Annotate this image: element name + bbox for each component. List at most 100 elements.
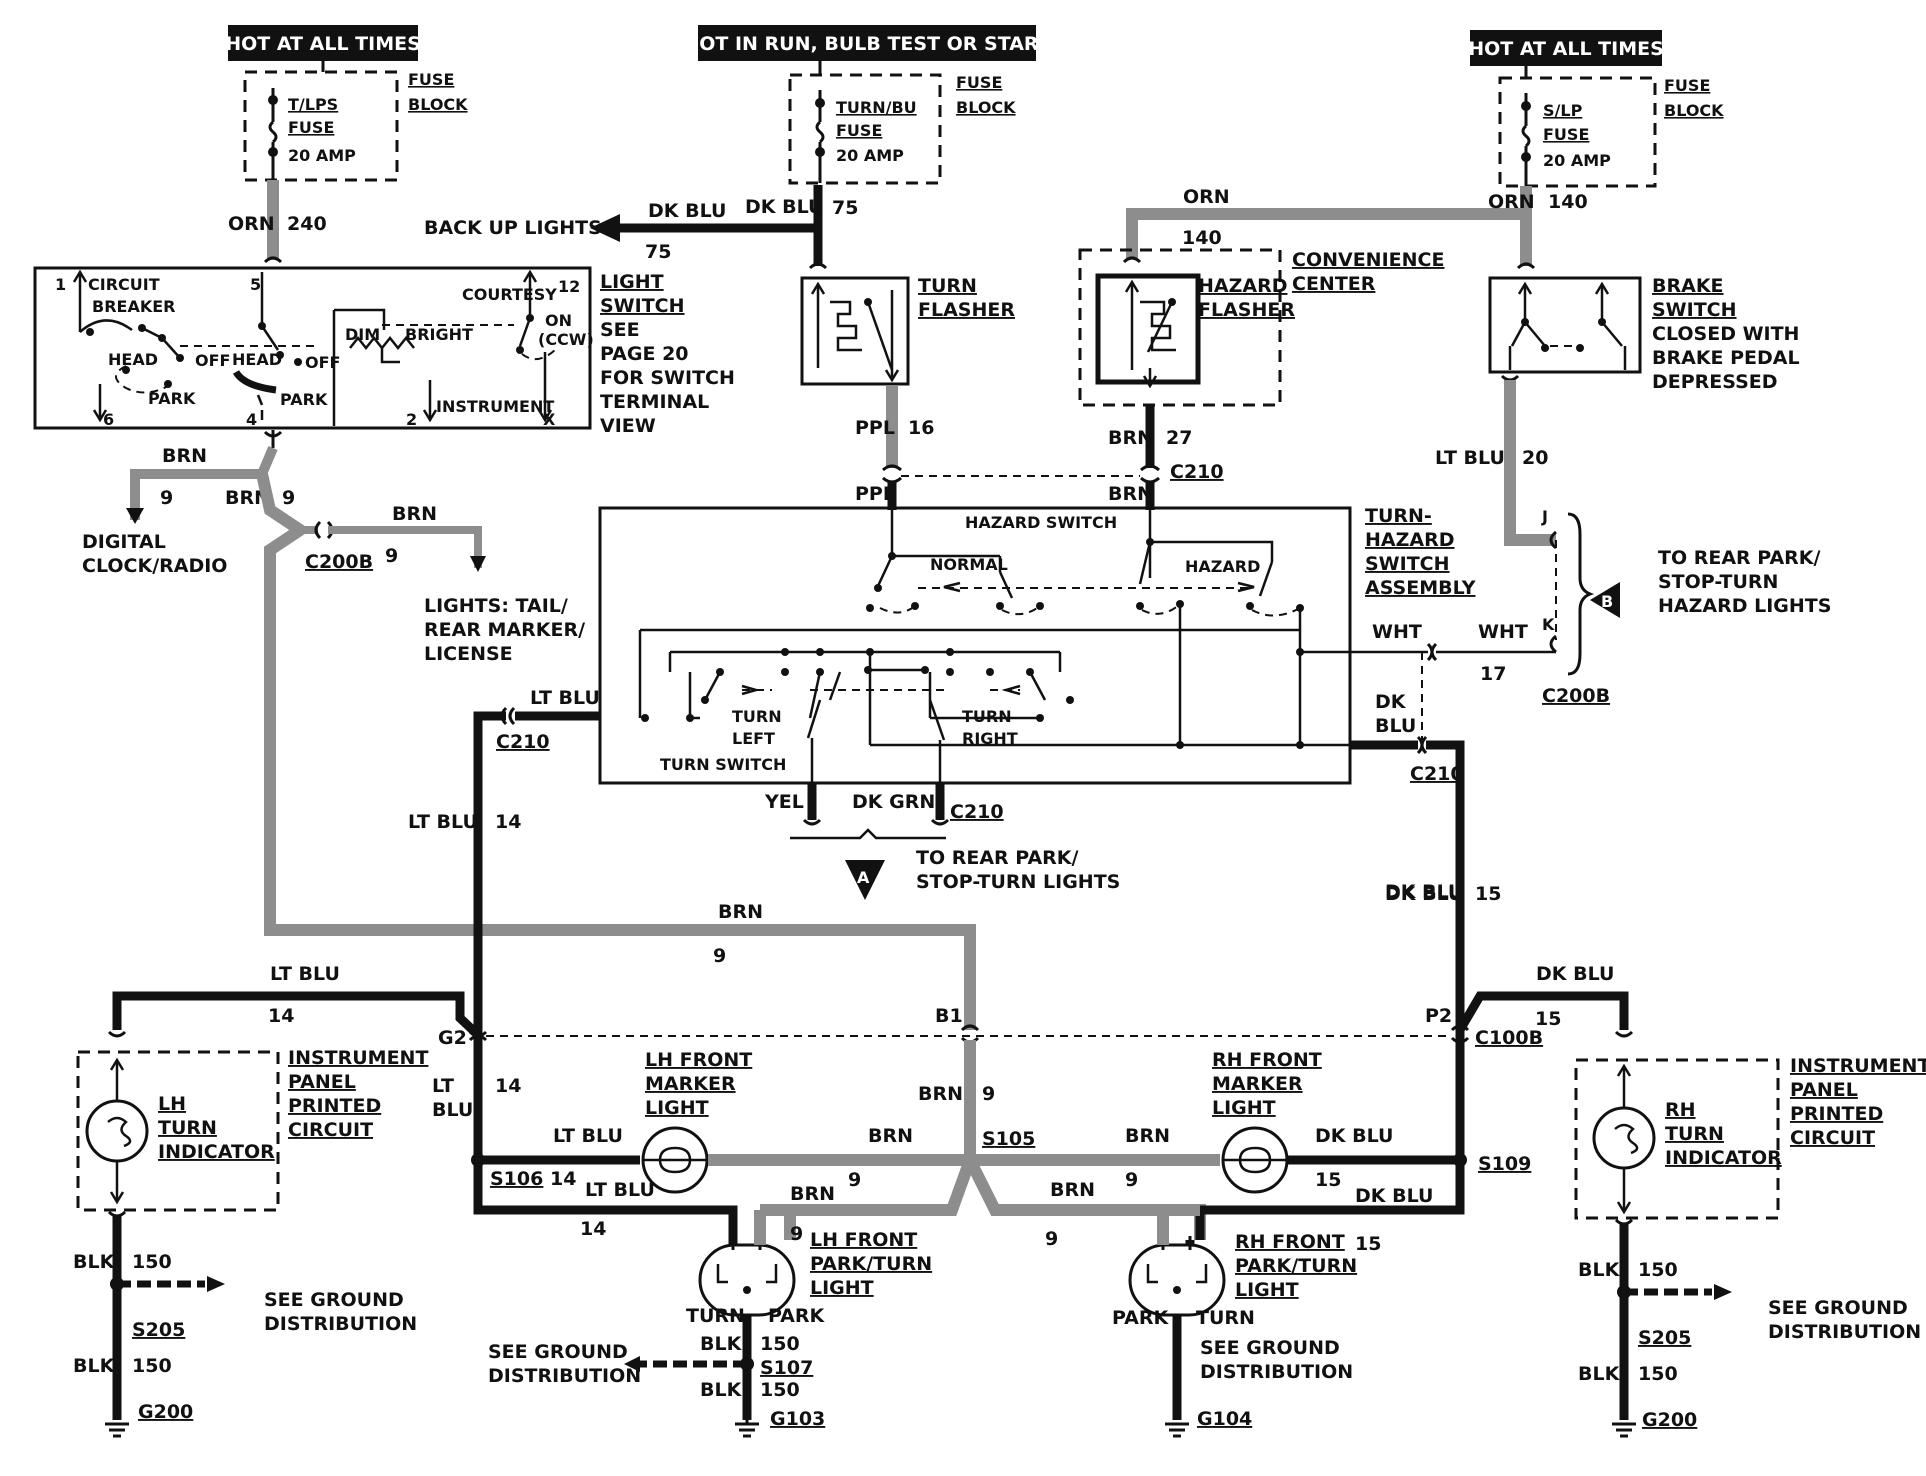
svg-text:ORN: ORN bbox=[228, 213, 275, 235]
svg-text:B1: B1 bbox=[935, 1005, 963, 1027]
svg-text:27: 27 bbox=[1166, 427, 1192, 449]
svg-text:C210: C210 bbox=[1170, 461, 1224, 483]
svg-text:BRN: BRN bbox=[392, 503, 437, 525]
svg-text:CLOCK/RADIO: CLOCK/RADIO bbox=[82, 555, 227, 577]
rh-front-park-turn-light bbox=[1128, 1236, 1226, 1317]
svg-text:75: 75 bbox=[645, 241, 671, 263]
svg-text:DK BLU: DK BLU bbox=[1315, 1125, 1393, 1147]
svg-text:LH FRONT: LH FRONT bbox=[810, 1229, 917, 1251]
svg-text:14: 14 bbox=[495, 1075, 521, 1097]
svg-text:DK BLU: DK BLU bbox=[745, 196, 823, 218]
wire-brn-lh-park bbox=[784, 1157, 976, 1240]
svg-text:B: B bbox=[1601, 592, 1613, 611]
rh-turn-indicator bbox=[1574, 1058, 1780, 1220]
svg-text:20 AMP: 20 AMP bbox=[288, 146, 356, 165]
svg-text:OFF: OFF bbox=[195, 351, 230, 370]
svg-text:C210: C210 bbox=[1410, 763, 1464, 785]
svg-text:LT BLU: LT BLU bbox=[270, 963, 340, 985]
svg-text:BRN: BRN bbox=[1050, 1179, 1095, 1201]
svg-text:LT BLU: LT BLU bbox=[530, 687, 600, 709]
svg-text:BLU: BLU bbox=[1375, 715, 1416, 737]
svg-text:PPL: PPL bbox=[855, 483, 895, 505]
svg-text:PARK: PARK bbox=[1112, 1307, 1170, 1329]
ground-g200-right-icon bbox=[1612, 1422, 1636, 1438]
svg-text:BRAKE: BRAKE bbox=[1652, 275, 1724, 297]
svg-text:WHT: WHT bbox=[1478, 621, 1528, 643]
svg-text:HOT AT ALL TIMES: HOT AT ALL TIMES bbox=[225, 33, 421, 55]
svg-text:BRN: BRN bbox=[718, 901, 763, 923]
svg-text:BLK: BLK bbox=[700, 1333, 743, 1355]
svg-text:G200: G200 bbox=[1642, 1409, 1697, 1431]
svg-text:17: 17 bbox=[1480, 663, 1506, 685]
hot-tag-center: HOT IN RUN, BULB TEST OR START bbox=[683, 25, 1051, 61]
svg-text:15: 15 bbox=[1355, 1233, 1381, 1255]
svg-text:DISTRIBUTION: DISTRIBUTION bbox=[1200, 1361, 1353, 1383]
svg-text:DK GRN: DK GRN bbox=[852, 791, 935, 813]
svg-text:2: 2 bbox=[406, 410, 417, 429]
svg-text:SEE: SEE bbox=[600, 319, 640, 341]
light-switch: CIRCUIT BREAKER 1 5 COURTESY 12 HEAD OFF… bbox=[33, 266, 594, 430]
svg-text:240: 240 bbox=[287, 213, 327, 235]
svg-text:HAZARD: HAZARD bbox=[1185, 557, 1260, 576]
fuse-block-tlps: T/LPS FUSE 20 AMP bbox=[243, 70, 399, 182]
svg-text:DK BLU: DK BLU bbox=[648, 200, 726, 222]
svg-text:S/LP: S/LP bbox=[1543, 101, 1583, 120]
svg-text:9: 9 bbox=[790, 1223, 803, 1245]
svg-text:S106: S106 bbox=[490, 1168, 543, 1190]
wire-ltblu-14-indicator bbox=[112, 991, 482, 1039]
svg-text:9: 9 bbox=[385, 545, 398, 567]
svg-text:FUSE: FUSE bbox=[1543, 125, 1589, 144]
svg-text:FLASHER: FLASHER bbox=[918, 299, 1015, 321]
svg-text:INSTRUMENT: INSTRUMENT bbox=[288, 1047, 428, 1069]
svg-text:DISTRIBUTION: DISTRIBUTION bbox=[1768, 1321, 1921, 1343]
svg-text:C210: C210 bbox=[496, 731, 550, 753]
svg-text:BRN: BRN bbox=[790, 1183, 835, 1205]
svg-text:9: 9 bbox=[713, 945, 726, 967]
svg-text:RH: RH bbox=[1665, 1099, 1696, 1121]
svg-text:WHT: WHT bbox=[1372, 621, 1422, 643]
svg-text:20 AMP: 20 AMP bbox=[836, 146, 904, 165]
svg-text:PARK/TURN: PARK/TURN bbox=[1235, 1255, 1357, 1277]
svg-text:LH: LH bbox=[158, 1093, 186, 1115]
svg-text:TURN: TURN bbox=[1665, 1123, 1724, 1145]
svg-text:SEE GROUND: SEE GROUND bbox=[264, 1289, 404, 1311]
svg-text:REAR MARKER/: REAR MARKER/ bbox=[424, 619, 585, 641]
svg-text:FUSE: FUSE bbox=[836, 121, 882, 140]
ground-g200-left-icon bbox=[105, 1422, 129, 1438]
wire-dkblu-15-right bbox=[1426, 740, 1465, 1160]
svg-text:LT: LT bbox=[432, 1075, 454, 1097]
svg-text:SEE GROUND: SEE GROUND bbox=[488, 1341, 628, 1363]
svg-text:LIGHT: LIGHT bbox=[1212, 1097, 1276, 1119]
svg-text:A: A bbox=[857, 868, 870, 887]
svg-text:CIRCUIT: CIRCUIT bbox=[88, 275, 160, 294]
wire-brn-tail bbox=[328, 526, 482, 568]
svg-text:BRN: BRN bbox=[918, 1083, 963, 1105]
svg-text:C210: C210 bbox=[950, 801, 1004, 823]
svg-text:S109: S109 bbox=[1478, 1153, 1531, 1175]
svg-text:140: 140 bbox=[1548, 191, 1588, 213]
svg-text:OFF: OFF bbox=[305, 353, 340, 372]
brake-switch bbox=[1488, 276, 1642, 374]
svg-text:G2: G2 bbox=[438, 1027, 467, 1049]
svg-text:TURN: TURN bbox=[1196, 1307, 1255, 1329]
svg-text:S205: S205 bbox=[1638, 1327, 1691, 1349]
svg-text:BRN: BRN bbox=[868, 1125, 913, 1147]
svg-text:9: 9 bbox=[1125, 1169, 1138, 1191]
lh-front-park-turn-light bbox=[698, 1236, 796, 1317]
svg-text:FLASHER: FLASHER bbox=[1198, 299, 1295, 321]
svg-text:150: 150 bbox=[132, 1355, 172, 1377]
svg-text:LICENSE: LICENSE bbox=[424, 643, 513, 665]
ground-g103-icon bbox=[735, 1420, 759, 1438]
lh-turn-indicator bbox=[76, 1050, 280, 1212]
turn-hazard-switch-assembly: HAZARD SWITCH NORMAL HAZARD TURN SWITCH … bbox=[598, 506, 1352, 785]
svg-text:DISTRIBUTION: DISTRIBUTION bbox=[488, 1365, 641, 1387]
svg-text:COURTESY: COURTESY bbox=[462, 285, 557, 304]
svg-text:BRN: BRN bbox=[162, 445, 207, 467]
svg-text:DISTRIBUTION: DISTRIBUTION bbox=[264, 1313, 417, 1335]
svg-text:PANEL: PANEL bbox=[1790, 1079, 1858, 1101]
fuse-block-slp: S/LP FUSE 20 AMP bbox=[1498, 76, 1657, 188]
svg-text:DK BLU: DK BLU bbox=[1385, 883, 1463, 905]
svg-text:C200B: C200B bbox=[305, 551, 373, 573]
svg-text:FUSE: FUSE bbox=[288, 118, 334, 137]
svg-text:SWITCH: SWITCH bbox=[1652, 299, 1737, 321]
